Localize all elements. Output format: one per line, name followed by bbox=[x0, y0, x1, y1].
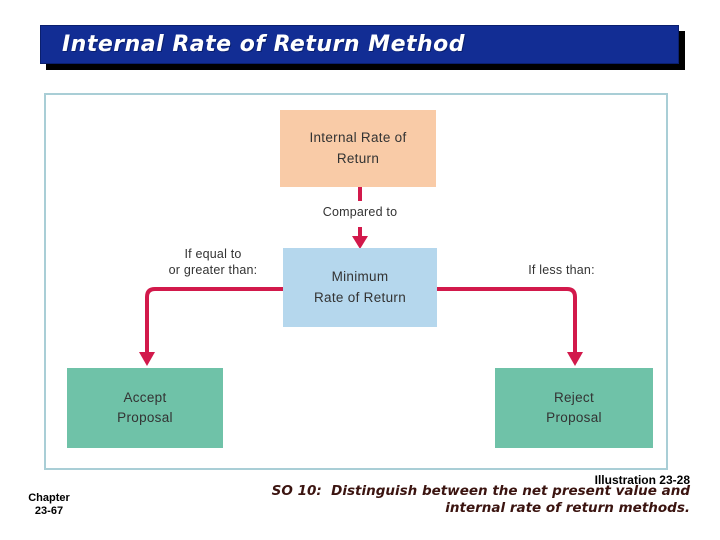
study-objective-line-1: SO 10: Distinguish between the net prese… bbox=[271, 483, 690, 499]
chapter-page-label: Chapter 23-67 bbox=[28, 492, 70, 517]
title-bar: Internal Rate of Return Method bbox=[40, 25, 679, 64]
illustration-caption: Illustration 23-28 bbox=[594, 473, 690, 487]
less-than-condition-label: If less than: bbox=[528, 263, 595, 277]
study-objective-text: SO 10: Distinguish between the net prese… bbox=[200, 483, 690, 517]
page-title: Internal Rate of Return Method bbox=[62, 32, 466, 57]
minimum-rate-of-return-box: Minimum Rate of Return bbox=[283, 248, 437, 327]
compared-to-label: Compared to bbox=[322, 205, 398, 219]
equal-or-greater-condition-label: If equal to or greater than: bbox=[168, 247, 258, 278]
accept-proposal-box: Accept Proposal bbox=[67, 368, 223, 448]
internal-rate-of-return-box: Internal Rate of Return bbox=[280, 110, 436, 187]
study-objective-line-2: internal rate of return methods. bbox=[445, 500, 690, 516]
reject-proposal-box: Reject Proposal bbox=[495, 368, 653, 448]
